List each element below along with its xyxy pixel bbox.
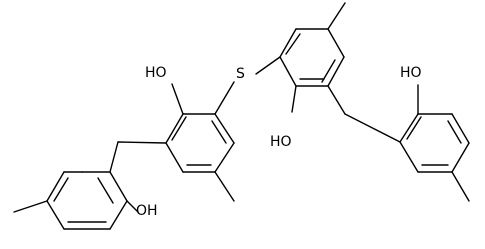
methylene-bond-ab-1 bbox=[109, 141, 119, 173]
methyl-bond-ring-d bbox=[451, 171, 470, 202]
sulfur-bond-right bbox=[255, 56, 281, 75]
label-sulfur: S bbox=[236, 66, 245, 82]
ring-c-bonds bbox=[279, 28, 345, 87]
oh-bond-ring-c bbox=[291, 85, 297, 113]
ring-a-bonds bbox=[46, 171, 128, 230]
methylene-bond-cd-1 bbox=[327, 85, 346, 115]
methylene-bond-ab-2 bbox=[117, 141, 167, 144]
ring-d-bonds bbox=[399, 113, 470, 173]
oh-bond-ring-a bbox=[126, 200, 139, 213]
methyl-bond-ring-a bbox=[13, 200, 48, 213]
ring-b-bonds bbox=[165, 113, 235, 173]
oh-bond-ring-b bbox=[171, 83, 184, 115]
methyl-bond-ring-b bbox=[214, 171, 235, 202]
label-hydroxyl-top-left: HO bbox=[145, 65, 167, 81]
label-hydroxyl-right: HO bbox=[400, 65, 422, 81]
methyl-bond-ring-c bbox=[327, 2, 346, 30]
label-hydroxyl-bottom-left: OH bbox=[136, 203, 158, 219]
sulfur-bond-left bbox=[214, 81, 235, 115]
methylene-bond-cd-2 bbox=[344, 113, 401, 143]
label-hydroxyl-center: HO bbox=[270, 134, 292, 150]
